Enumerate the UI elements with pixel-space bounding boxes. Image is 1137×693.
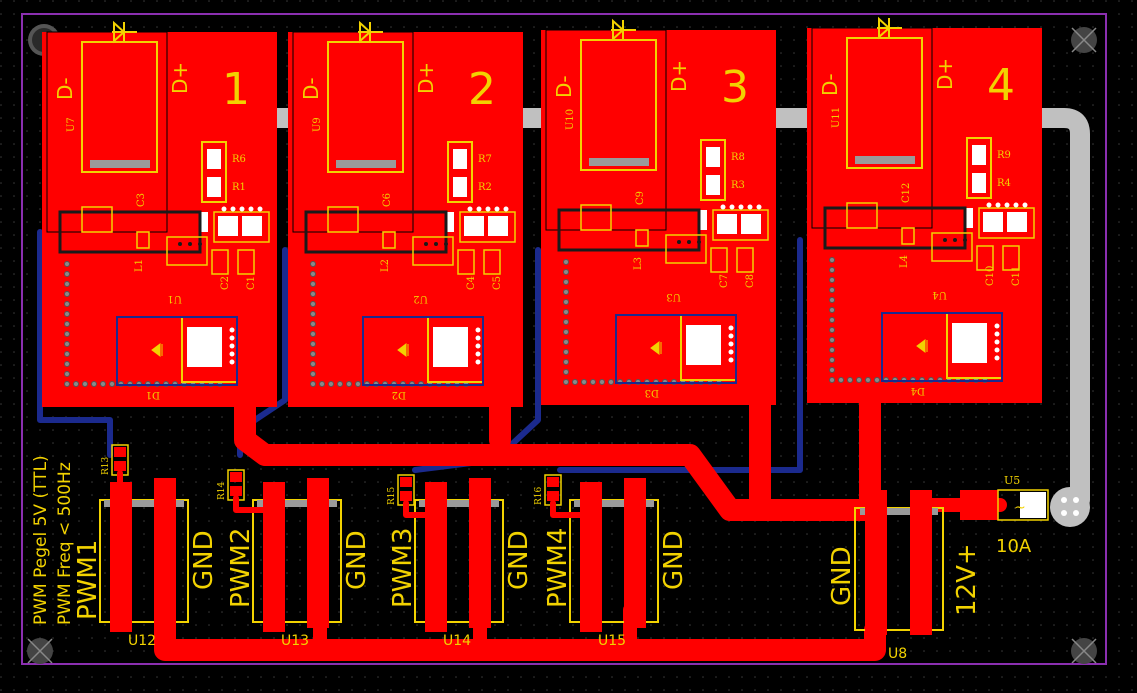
module-u-ref: U10 [565, 109, 576, 130]
pwm-series-resistor[interactable]: R13 [101, 444, 129, 493]
pwm-resistor-ref: R14 [217, 481, 227, 500]
pwm-connector-1[interactable]: PWM1 GND U12 R13 [73, 444, 219, 649]
module-diode-ref: D2 [392, 389, 406, 400]
pwm-connector-ref: U12 [128, 633, 156, 649]
pwm-connector-4[interactable]: PWM4 GND U15 R16 [534, 474, 689, 649]
pwm-gnd-label: GND [189, 530, 219, 590]
pwm-connector-ref: U15 [598, 633, 626, 649]
module-d-plus-label: D+ [667, 60, 691, 92]
module-diode-ref: D1 [146, 389, 160, 400]
note-pwm-freq: PWM Freq < 500Hz [55, 462, 75, 625]
pwm-gnd-label: GND [342, 530, 372, 590]
fuse-rating: 10A [996, 536, 1032, 557]
pwm-connector-2[interactable]: PWM2 GND U13 R14 [217, 469, 372, 649]
module-inductor: L1 [134, 259, 145, 272]
module-u-small: U4 [932, 289, 947, 300]
module-c-mid: C12 [901, 183, 912, 203]
module-inductor: L4 [899, 255, 910, 268]
module-cap-a: C4 [466, 276, 477, 290]
module-r-bottom: R2 [478, 182, 492, 193]
module-r-top: R6 [232, 154, 246, 165]
power-connector[interactable]: GND 12V+ U8 [827, 490, 982, 662]
pwm-gnd-label: GND [504, 530, 534, 590]
module-d-minus-label: D- [299, 77, 323, 100]
module-u-ref: U9 [312, 117, 323, 132]
pwm-series-resistor[interactable]: R15 [387, 474, 439, 518]
module-d-minus-label: D- [552, 75, 576, 98]
module-number: 2 [468, 64, 496, 115]
power-vplus-label: 12V+ [952, 543, 982, 616]
module-cap-b: C1 [246, 276, 257, 290]
pwm-resistor-ref: R15 [387, 486, 397, 505]
module-c-mid: C9 [635, 191, 646, 205]
module-r-top: R9 [997, 150, 1011, 161]
mounting-hole-bottom-right[interactable] [1071, 638, 1097, 664]
module-number: 3 [721, 62, 749, 113]
module-u-ref: U11 [831, 107, 842, 128]
module-number: 1 [222, 64, 250, 115]
module-diode-ref: D4 [911, 385, 925, 396]
module-u-small: U3 [666, 291, 681, 302]
module-cap-b: C11 [1011, 266, 1022, 286]
mounting-hole-bottom-left[interactable] [27, 638, 53, 664]
module-cap-b: C8 [745, 274, 756, 288]
module-d-minus-label: D- [818, 73, 842, 96]
power-trace-main [234, 389, 881, 521]
pwm-signal-label: PWM1 [73, 540, 103, 620]
mounting-hole-top-right[interactable] [1071, 27, 1097, 53]
pwm-signal-label: PWM4 [543, 528, 573, 608]
module-d-plus-label: D+ [414, 62, 438, 94]
bottom-trace-pwm4 [557, 237, 803, 473]
module-inductor: L2 [380, 259, 391, 272]
module-number: 4 [987, 60, 1015, 111]
module-cap-b: C5 [492, 276, 503, 290]
bottom-trace-pwm1 [37, 229, 113, 458]
module-diode-ref: D3 [645, 387, 659, 398]
pwm-connector-3[interactable]: PWM3 GND U14 R15 [387, 474, 534, 649]
module-d-plus-label: D+ [168, 62, 192, 94]
module-d-minus-label: D- [53, 77, 77, 100]
module-r-bottom: R3 [731, 180, 745, 191]
power-gnd-label: GND [827, 546, 857, 606]
module-r-top: R8 [731, 152, 745, 163]
inner-power-trace [230, 108, 1090, 510]
pwm-connector-ref: U14 [443, 633, 471, 649]
fuse[interactable]: U5 10A ~ [960, 474, 1049, 557]
module-u-small: U1 [167, 293, 182, 304]
pwm-signal-label: PWM3 [388, 528, 418, 608]
module-c-mid: C6 [382, 193, 393, 207]
module-u-ref: U7 [66, 117, 77, 132]
module-cap-a: C2 [220, 276, 231, 290]
pwm-resistor-ref: R13 [101, 456, 111, 475]
fuse-pad-gray[interactable] [1050, 487, 1090, 527]
module-u-small: U2 [413, 293, 428, 304]
board-outline [21, 13, 1107, 665]
module-cap-a: C10 [985, 266, 996, 286]
module-inductor: L3 [633, 257, 644, 270]
pwm-series-resistor[interactable]: R14 [217, 469, 277, 513]
module-r-bottom: R1 [232, 182, 246, 193]
pwm-gnd-label: GND [659, 530, 689, 590]
note-pwm-level: PWM Pegel 5V (TTL) [31, 455, 51, 625]
pwm-series-resistor[interactable]: R16 [534, 474, 594, 518]
power-connector-ref: U8 [888, 646, 907, 662]
svg-text:~: ~ [1014, 500, 1026, 516]
module-c-mid: C3 [136, 193, 147, 207]
pwm-resistor-ref: R16 [534, 486, 544, 505]
fuse-ref: U5 [1004, 474, 1020, 487]
module-r-top: R7 [478, 154, 492, 165]
module-d-plus-label: D+ [933, 58, 957, 90]
module-r-bottom: R4 [997, 178, 1011, 189]
module-cap-a: C7 [719, 274, 730, 288]
pwm-signal-label: PWM2 [226, 528, 256, 608]
pwm-connector-ref: U13 [281, 633, 309, 649]
